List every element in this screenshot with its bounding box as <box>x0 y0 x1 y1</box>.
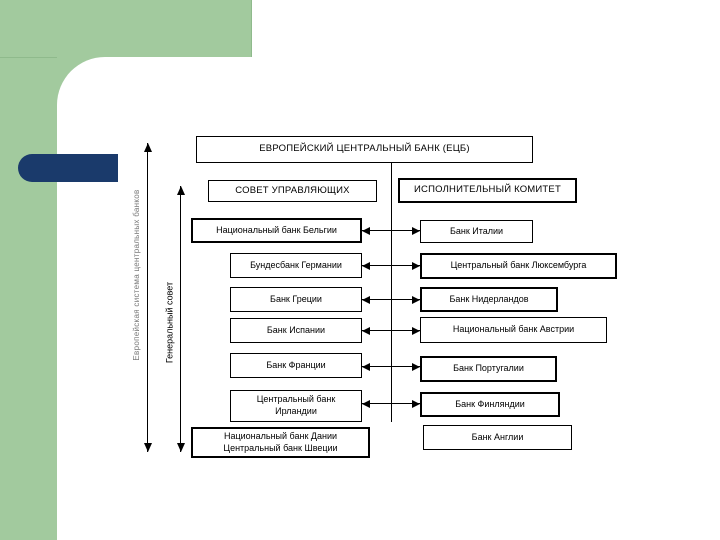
box-bank-netherlands: Банк Нидерландов <box>420 287 558 312</box>
accent-bar <box>18 154 118 182</box>
box-bank-france: Банк Франции <box>230 353 362 378</box>
box-banks-denmark-sweden: Национальный банк Дании Центральный банк… <box>191 427 370 458</box>
box-central-bank-ireland: Центральный банк Ирландии <box>230 390 362 422</box>
row6-double-arrow <box>362 399 420 408</box>
escb-vertical-label: Европейская система центральных банков <box>132 189 141 361</box>
box-executive-committee: ИСПОЛНИТЕЛЬНЫЙ КОМИТЕТ <box>398 178 577 203</box>
row5-double-arrow <box>362 362 420 371</box>
box-ecb-root: ЕВРОПЕЙСКИЙ ЦЕНТРАЛЬНЫЙ БАНК (ЕЦБ) <box>196 136 533 163</box>
trunk-line <box>391 163 392 422</box>
green-top-band <box>0 0 252 58</box>
box-bank-portugal: Банк Португалии <box>420 356 557 382</box>
general-council-span-arrow <box>176 186 185 452</box>
box-bank-england: Банк Англии <box>423 425 572 450</box>
row2-double-arrow <box>362 261 420 270</box>
box-bundesbank-germany: Бундесбанк Германии <box>230 253 362 278</box>
box-bank-finland: Банк Финляндии <box>420 392 560 417</box>
green-sidebar <box>0 0 57 540</box>
box-central-bank-luxembourg: Центральный банк Люксембурга <box>420 253 617 279</box>
box-bank-belgium: Национальный банк Бельгии <box>191 218 362 243</box>
row1-double-arrow <box>362 226 420 235</box>
row3-double-arrow <box>362 295 420 304</box>
box-bank-italy: Банк Италии <box>420 220 533 243</box>
row4-double-arrow <box>362 326 420 335</box>
box-bank-spain: Банк Испании <box>230 318 362 343</box>
box-national-bank-austria: Национальный банк Австрии <box>420 317 607 343</box>
box-governing-council: СОВЕТ УПРАВЛЯЮЩИХ <box>208 180 377 202</box>
escb-span-arrow <box>143 143 152 452</box>
box-bank-greece: Банк Греции <box>230 287 362 312</box>
general-council-vertical-label: Генеральный совет <box>164 281 175 364</box>
